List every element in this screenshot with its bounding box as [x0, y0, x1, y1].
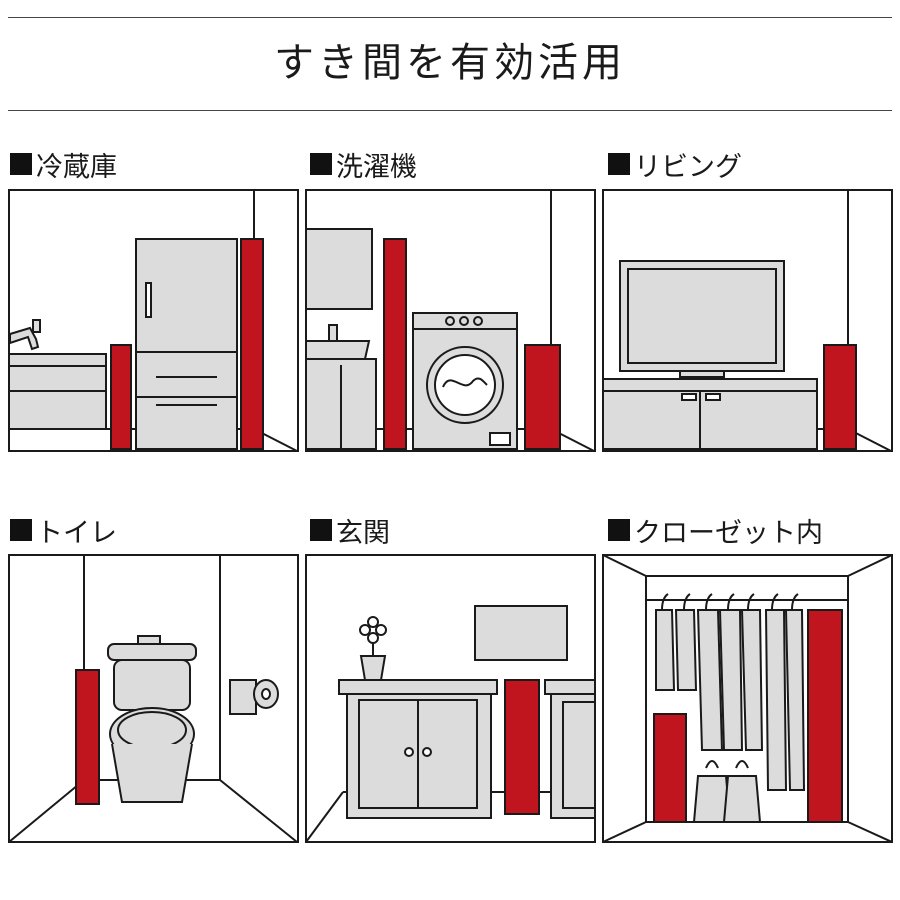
panel-living [602, 189, 894, 453]
bullet-square-icon [10, 519, 32, 541]
label-text: 玄関 [336, 517, 390, 549]
label-toilet: トイレ [10, 512, 117, 549]
bullet-square-icon [10, 153, 32, 175]
panel-entrance [305, 554, 597, 843]
panel-closet [602, 554, 894, 843]
panel-washer [305, 189, 597, 453]
bullet-square-icon [310, 153, 332, 175]
top-rule [8, 17, 892, 18]
label-closet: クローゼット内 [608, 512, 823, 549]
label-washer: 洗濯機 [310, 146, 417, 183]
label-text: トイレ [36, 517, 117, 549]
label-text: クローゼット内 [634, 517, 823, 549]
label-refrigerator: 冷蔵庫 [10, 146, 117, 183]
gap-slot [110, 344, 132, 450]
bullet-square-icon [608, 153, 630, 175]
bullet-square-icon [310, 519, 332, 541]
label-entrance: 玄関 [310, 512, 390, 549]
label-living: リビング [608, 146, 742, 183]
title-rule [8, 110, 892, 111]
panel-refrigerator [8, 189, 300, 453]
bullet-square-icon [608, 519, 630, 541]
label-text: 洗濯機 [336, 151, 417, 183]
page-title: すき間を有効活用 [274, 40, 626, 86]
panel-toilet [8, 554, 300, 843]
label-text: リビング [634, 151, 742, 183]
label-text: 冷蔵庫 [36, 151, 117, 183]
